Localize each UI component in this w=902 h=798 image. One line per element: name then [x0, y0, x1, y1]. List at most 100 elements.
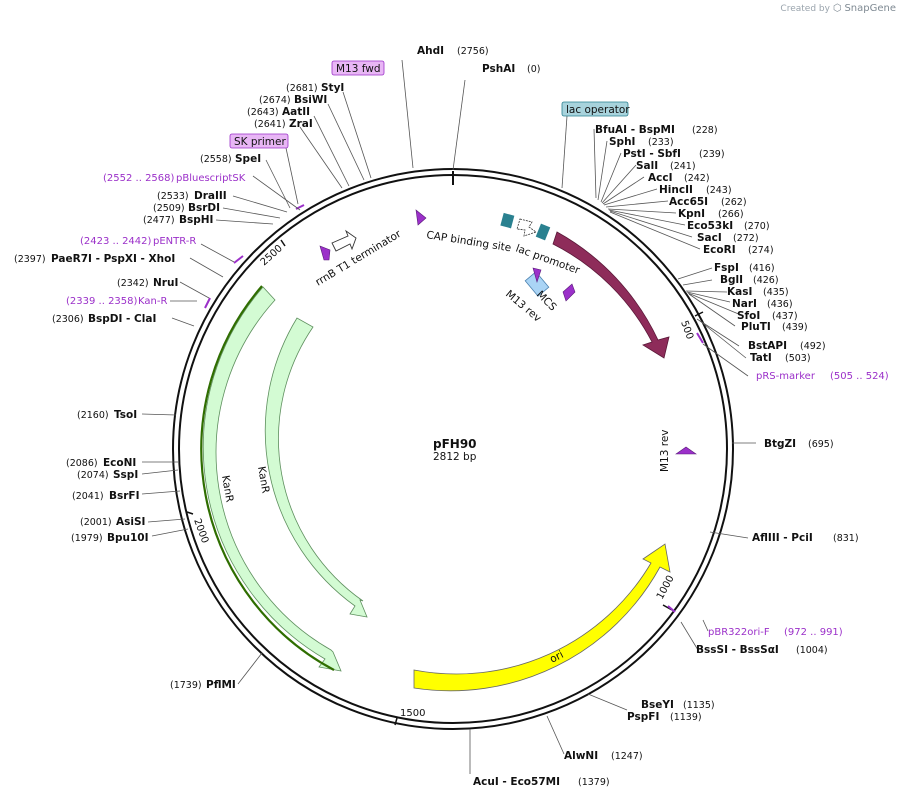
- site-bsrdi[interactable]: BsrDI: [188, 202, 220, 214]
- site-ecori[interactable]: EcoRI: [703, 244, 736, 256]
- site-pspfi[interactable]: PspFI: [627, 711, 659, 723]
- cap-binding-box[interactable]: [500, 212, 515, 229]
- site-bstapi[interactable]: BstAPI: [748, 340, 787, 352]
- svg-text:(1979): (1979): [71, 533, 103, 544]
- svg-text:(270): (270): [744, 221, 770, 232]
- snapgene-logo-icon: ⬡: [832, 3, 842, 14]
- site-pshai[interactable]: PshAI: [482, 63, 515, 75]
- site-bpu10i[interactable]: Bpu10I: [107, 532, 149, 544]
- site-afliii-pcii[interactable]: AflIII - PciI: [752, 532, 813, 544]
- site-bsssi-bsssai[interactable]: BssSI - BssSαI: [696, 644, 779, 656]
- primer-pbluescriptsk[interactable]: pBluescriptSK: [176, 173, 246, 184]
- site-fspi[interactable]: FspI: [714, 262, 739, 274]
- site-acui-eco57mi[interactable]: AcuI - Eco57MI: [473, 776, 560, 788]
- m13-rev-marker-mid[interactable]: [562, 283, 576, 302]
- site-psti-sbfi[interactable]: PstI - SbfI: [623, 148, 681, 160]
- site-acc65i[interactable]: Acc65I: [669, 196, 708, 208]
- site-bsiwi[interactable]: BsiWI: [294, 94, 327, 106]
- site-acci[interactable]: AccI: [648, 172, 672, 184]
- site-econi[interactable]: EcoNI: [103, 457, 136, 469]
- svg-text:(0): (0): [527, 64, 540, 75]
- site-bseyi[interactable]: BseYI: [641, 699, 674, 711]
- site-nrui[interactable]: NruI: [153, 277, 178, 289]
- svg-text:(2641): (2641): [254, 119, 286, 130]
- watermark-brand: SnapGene: [844, 3, 896, 14]
- site-sfoi[interactable]: SfoI: [737, 310, 760, 322]
- m13-fwd-marker[interactable]: [415, 209, 427, 226]
- site-paer7i-pspxi-xhoi[interactable]: PaeR7I - PspXI - XhoI: [51, 253, 175, 265]
- plasmid-size: 2812 bp: [433, 451, 477, 463]
- site-sphi[interactable]: SphI: [609, 136, 635, 148]
- site-aatii[interactable]: AatII: [282, 106, 310, 118]
- site-spei[interactable]: SpeI: [235, 153, 261, 165]
- primer-pentr-r[interactable]: pENTR-R: [153, 236, 196, 247]
- mcs-box[interactable]: [524, 271, 550, 297]
- primer-kan-r[interactable]: Kan-R: [138, 296, 167, 307]
- primer-pbr322ori-f[interactable]: pBR322ori-F: [708, 627, 770, 638]
- site-bsrfi[interactable]: BsrFI: [109, 490, 140, 502]
- feature-kanr-inner[interactable]: KanR: [255, 317, 368, 618]
- svg-text:(505 .. 524): (505 .. 524): [830, 371, 889, 382]
- tick-label-1500: 1500: [400, 708, 425, 719]
- site-bsphi[interactable]: BspHI: [179, 214, 213, 226]
- svg-text:(439): (439): [782, 322, 808, 333]
- tick-2000-mark: [186, 511, 194, 515]
- sk-primer-marker[interactable]: [319, 245, 331, 261]
- svg-text:(1739): (1739): [170, 680, 202, 691]
- primer-prs-marker[interactable]: pRS-marker: [756, 371, 816, 382]
- svg-text:(1135): (1135): [683, 700, 715, 711]
- site-btgzi[interactable]: BtgZI: [764, 438, 796, 450]
- svg-text:(2397): (2397): [14, 254, 46, 265]
- site-bspdi-clai[interactable]: BspDI - ClaI: [88, 313, 156, 325]
- m13-rev-marker-left[interactable]: [532, 267, 542, 284]
- svg-text:(239): (239): [699, 149, 725, 160]
- site-kasi[interactable]: KasI: [727, 286, 752, 298]
- site-draiii[interactable]: DraIII: [194, 190, 227, 202]
- site-styi[interactable]: StyI: [321, 82, 344, 94]
- prs-primer-tick: [696, 332, 704, 344]
- svg-text:(2477): (2477): [143, 215, 175, 226]
- site-bgli[interactable]: BglI: [720, 274, 743, 286]
- m13-fwd-box[interactable]: [331, 60, 385, 76]
- svg-text:(435): (435): [763, 287, 789, 298]
- promoter-region: CAP binding site lac promoter MCS M13 re…: [426, 212, 582, 325]
- site-ahdi[interactable]: AhdI: [417, 45, 444, 57]
- site-bfuai-bspmi[interactable]: BfuAI - BspMI: [595, 124, 675, 136]
- boxed-labels: M13 fwd SK primer lac operator: [229, 60, 630, 149]
- svg-text:(1379): (1379): [578, 777, 610, 788]
- site-tsoi[interactable]: TsoI: [114, 409, 137, 421]
- site-zrai[interactable]: ZraI: [289, 118, 313, 130]
- site-pflmi[interactable]: PflMI: [206, 679, 236, 691]
- svg-text:(492): (492): [800, 341, 826, 352]
- sk-primer-box[interactable]: [229, 133, 289, 149]
- site-nari[interactable]: NarI: [732, 298, 757, 310]
- svg-text:(241): (241): [670, 161, 696, 172]
- m13-rev-marker-right[interactable]: [675, 446, 697, 455]
- feature-kanr-outer[interactable]: KanR: [200, 285, 342, 672]
- site-eco53ki[interactable]: Eco53kI: [687, 220, 733, 232]
- site-alwni[interactable]: AlwNI: [564, 750, 598, 762]
- svg-text:(2756): (2756): [457, 46, 489, 57]
- svg-text:(274): (274): [748, 245, 774, 256]
- tick-1500-mark: [394, 717, 398, 726]
- svg-text:(1004): (1004): [796, 645, 828, 656]
- site-tati[interactable]: TatI: [750, 352, 772, 364]
- svg-text:(2423 .. 2442): (2423 .. 2442): [80, 236, 152, 247]
- lac-operator-box[interactable]: [535, 223, 551, 241]
- site-sspi[interactable]: SspI: [113, 469, 138, 481]
- svg-text:(426): (426): [753, 275, 779, 286]
- lac-operator-label-box[interactable]: [561, 101, 629, 117]
- connector-lines: [141, 59, 756, 774]
- site-hincii[interactable]: HincII: [659, 184, 693, 196]
- lac-promoter-arrow[interactable]: [516, 218, 537, 237]
- site-kpni[interactable]: KpnI: [678, 208, 705, 220]
- feature-ori[interactable]: ori: [413, 543, 671, 692]
- svg-text:(972 .. 991): (972 .. 991): [784, 627, 843, 638]
- site-pluti[interactable]: PluTI: [741, 321, 771, 333]
- kanr-outer-label: KanR: [219, 474, 236, 503]
- primer-markers: M13 rev: [204, 204, 704, 613]
- site-asisi[interactable]: AsiSI: [116, 516, 145, 528]
- site-saci[interactable]: SacI: [697, 232, 722, 244]
- site-sali[interactable]: SalI: [636, 160, 658, 172]
- svg-text:(2533): (2533): [157, 191, 189, 202]
